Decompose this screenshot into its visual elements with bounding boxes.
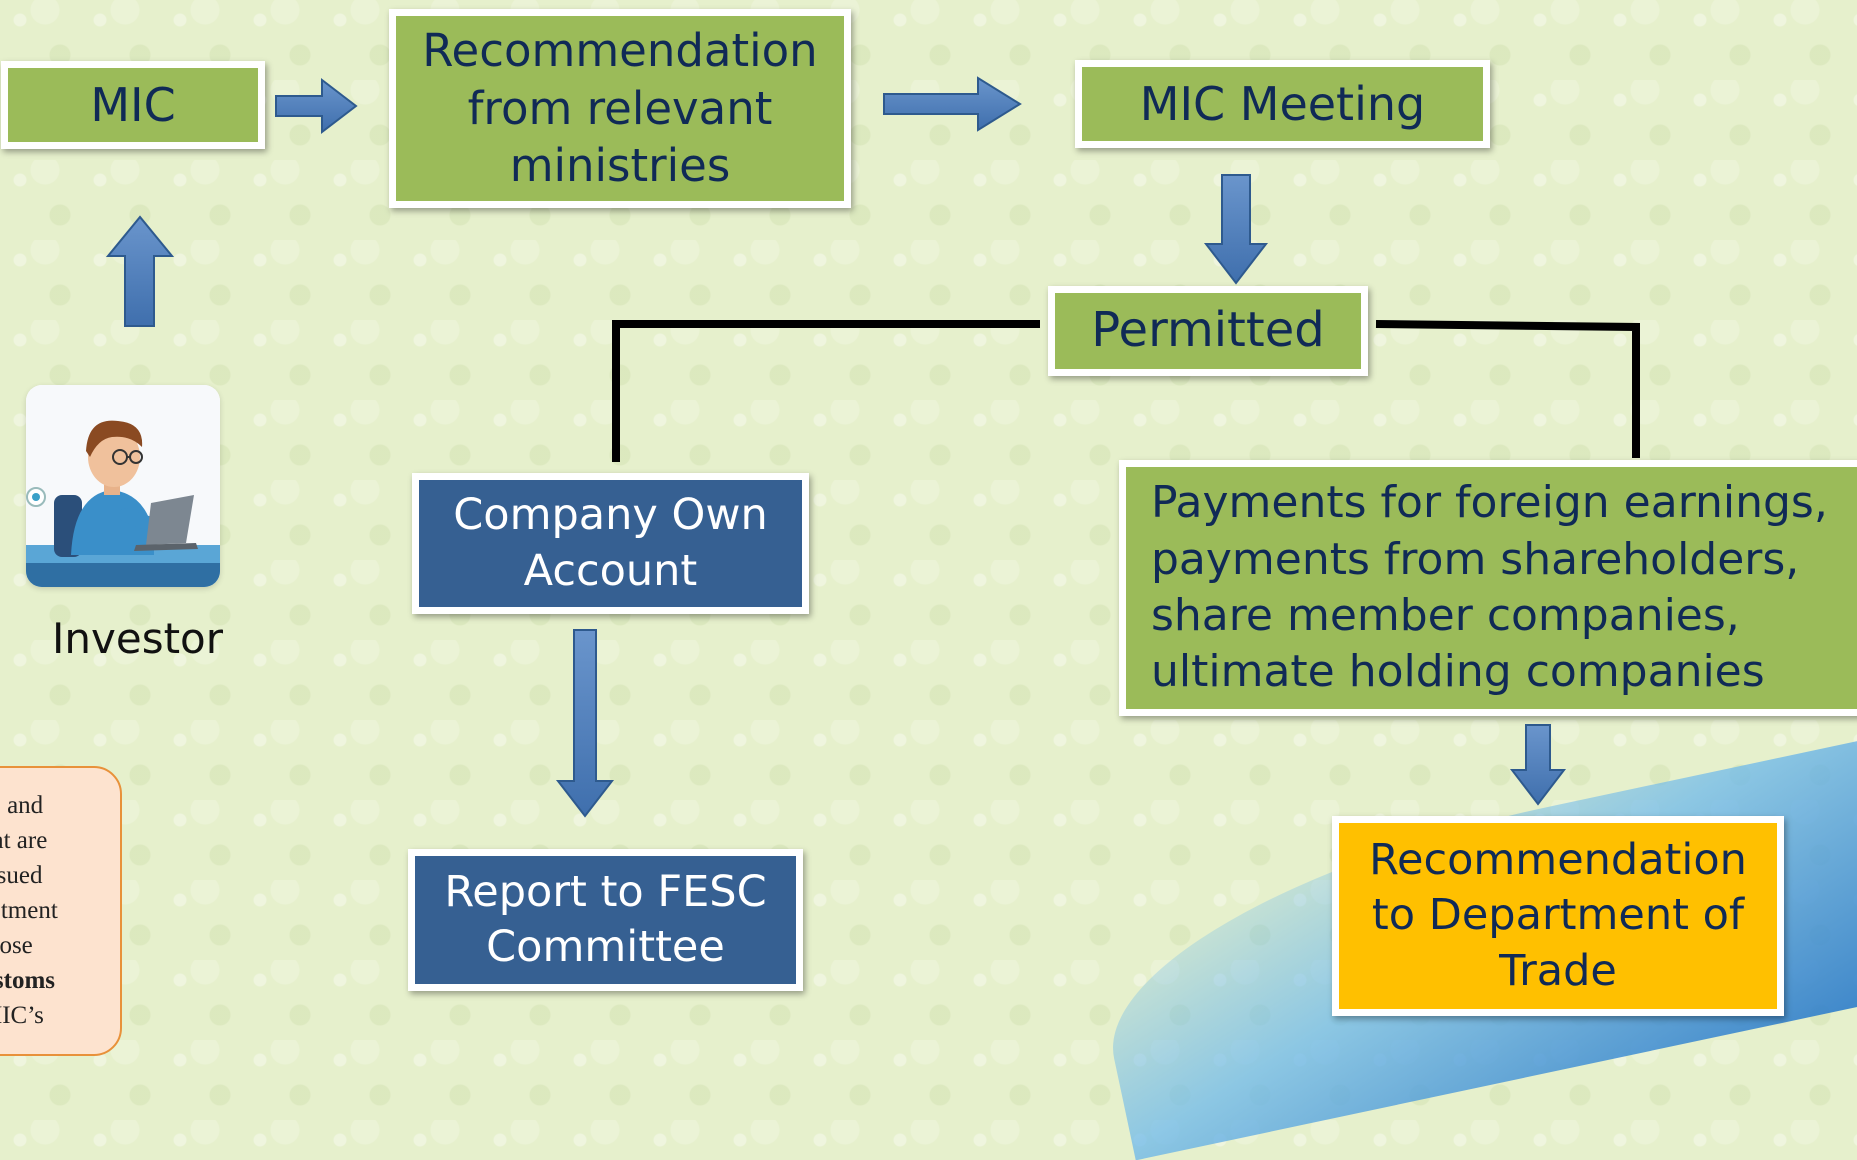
mic-box: MIC [1,61,265,149]
person-at-laptop-icon [26,385,220,587]
mic-meeting-box: MIC Meeting [1075,60,1490,148]
payments-box: Payments for foreign earnings, payments … [1119,460,1857,716]
recommendation-ministries-line-3: ministries [509,139,731,193]
note-line: issued [0,862,43,889]
connector-layer [105,76,1640,818]
note-box: es and hat are issued estment those usto… [0,766,122,1056]
report-fesc-line-1: Report to FESC [444,866,767,917]
investor-label: Investor [52,614,224,663]
recommendation-ministries-line-2: from relevant [467,81,773,135]
arrow-down-3 [1509,724,1567,806]
arrow-right-2 [883,76,1022,132]
arrow-right-1 [275,77,358,135]
recommendation-trade-line-2: to Department of [1371,890,1745,941]
payments-line-3: share member companies, [1151,590,1740,641]
mic-label: MIC [90,77,176,132]
note-line-bold: ustoms [0,967,56,994]
note-line: es and [0,792,44,819]
company-own-account-line-2: Account [523,545,698,596]
arrow-up-investor [105,215,175,327]
recommendation-ministries-line-1: Recommendation [422,24,818,78]
payments-line-2: payments from shareholders, [1151,533,1800,585]
note-line: hat are [0,827,48,854]
note-line: estment [0,897,58,924]
permitted-label: Permitted [1091,302,1325,359]
report-fesc-line-2: Committee [486,922,725,972]
arrow-down-2 [555,629,615,818]
arrow-down-1 [1203,174,1269,285]
mic-meeting-label: MIC Meeting [1139,76,1426,131]
note-line: those [0,932,33,959]
recommendation-trade-line-3: Trade [1499,945,1617,996]
company-own-account-box: Company Own Account [412,473,809,614]
payments-line-1: Payments for foreign earnings, [1151,477,1828,529]
recommendation-trade-box: Recommendation to Department of Trade [1332,816,1784,1016]
recommendation-ministries-box: Recommendation from relevant ministries [389,9,851,208]
company-own-account-line-1: Company Own [453,490,768,541]
permitted-box: Permitted [1048,286,1368,376]
branch-line-right [1375,320,1640,458]
payments-line-4: ultimate holding companies [1151,646,1765,698]
report-fesc-box: Report to FESC Committee [408,849,803,991]
recommendation-trade-line-1: Recommendation [1369,835,1747,886]
branch-line-left [612,320,1040,462]
